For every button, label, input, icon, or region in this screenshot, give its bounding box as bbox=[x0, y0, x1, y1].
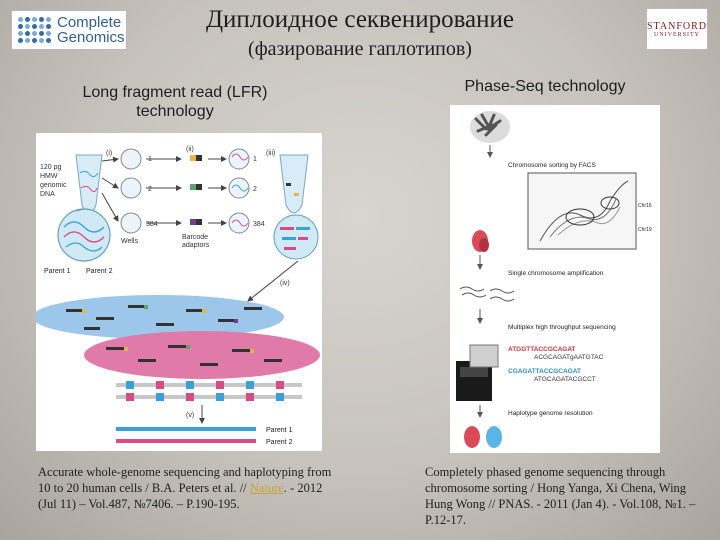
left-heading: Long fragment read (LFR) technology bbox=[40, 83, 310, 121]
left-citation: Accurate whole-genome sequencing and hap… bbox=[38, 464, 338, 512]
step-sequencing: Multiplex high throughput sequencing bbox=[508, 324, 616, 331]
stanford-logo-line2: UNIVERSITY bbox=[654, 31, 700, 38]
haplotype-red-icon bbox=[464, 426, 480, 448]
logo-text-line1: Complete bbox=[57, 14, 122, 31]
legend-parent1: Parent 1 bbox=[266, 427, 293, 434]
slide-subtitle: (фазирование гаплотипов) bbox=[248, 38, 472, 60]
left-tube-icon bbox=[75, 154, 103, 214]
input-label-1: 120 pg bbox=[40, 164, 62, 171]
well-number-2: 2 bbox=[148, 186, 152, 193]
seq-read-2b: ATGCAGATACGCCT bbox=[534, 376, 596, 383]
slide-title: Диплоидное секвенирование bbox=[206, 6, 514, 33]
left-heading-line2: technology bbox=[136, 103, 214, 120]
parent1-pool bbox=[32, 295, 284, 339]
right-citation: Completely phased genome sequencing thro… bbox=[425, 465, 696, 527]
well-number-384: 384 bbox=[146, 221, 158, 228]
wells-label: Wells bbox=[121, 238, 138, 245]
step-ii-label: (ii) bbox=[186, 146, 194, 153]
well-number-right-1: 1 bbox=[253, 156, 257, 163]
barcode-label-2: adaptors bbox=[182, 242, 210, 249]
right-tube-icon bbox=[279, 154, 309, 214]
barcode-label-1: Barcode bbox=[182, 234, 208, 241]
step-v-label: (v) bbox=[186, 412, 194, 419]
step-chromosome-sorting: Chromosome sorting by FACS bbox=[508, 162, 596, 169]
parent1-label: Parent 1 bbox=[44, 268, 71, 275]
input-label-2: HMW bbox=[40, 173, 58, 180]
haplotype-blue-icon bbox=[486, 426, 502, 448]
haplotype-parent1 bbox=[116, 427, 256, 431]
complete-genomics-logo: Complete Genomics bbox=[11, 10, 127, 50]
right-heading: Phase-Seq technology bbox=[464, 78, 626, 95]
step-i-label: (i) bbox=[106, 150, 112, 157]
legend-parent2: Parent 2 bbox=[266, 439, 293, 446]
left-heading-line1: Long fragment read (LFR) bbox=[82, 84, 268, 101]
left-citation-text: Accurate whole-genome sequencing and hap… bbox=[38, 465, 332, 495]
step-amplification: Single chromosome amplification bbox=[508, 270, 604, 277]
stanford-logo-line1: STANFORD bbox=[647, 20, 707, 32]
step-haplotype-resolution: Haplotype genome resolution bbox=[508, 410, 593, 417]
input-label-4: DNA bbox=[40, 191, 55, 198]
phaseseq-figure: Chromosome sorting by FACS Chr16 Chr19 S… bbox=[450, 105, 660, 453]
parent2-pool bbox=[84, 331, 320, 379]
left-citation-tail: . - 2012 (Jul 11) – Vol.487, №7406. – P.… bbox=[38, 481, 323, 511]
parent2-label: Parent 2 bbox=[86, 268, 113, 275]
logo-text-line2: Genomics bbox=[57, 29, 125, 46]
seq-read-2: CGAGATTACCGCAGAT bbox=[508, 368, 581, 375]
lfr-figure: 120 pg HMW genomic DNA Parent 1 Parent 2… bbox=[32, 133, 322, 451]
seq-read-1: ATGGTTACCGCAGAT bbox=[508, 346, 576, 353]
chr19-label: Chr19 bbox=[638, 227, 652, 233]
logo-dots-icon bbox=[18, 17, 51, 43]
step-iii-label: (iii) bbox=[266, 150, 275, 157]
stanford-logo: STANFORD UNIVERSITY bbox=[646, 8, 708, 50]
well-number-right-384: 384 bbox=[253, 221, 265, 228]
facs-plot bbox=[527, 172, 637, 250]
well-number-right-2: 2 bbox=[253, 186, 257, 193]
chr16-label: Chr16 bbox=[638, 203, 652, 209]
seq-read-1b: ACGCAGATgAATGTAC bbox=[534, 354, 604, 361]
chromosome-cluster-icon bbox=[470, 111, 510, 143]
haplotype-parent2 bbox=[116, 439, 256, 443]
nature-link[interactable]: Nature bbox=[249, 481, 284, 495]
step-iv-label: (iv) bbox=[280, 280, 290, 287]
input-label-3: genomic bbox=[40, 182, 67, 189]
